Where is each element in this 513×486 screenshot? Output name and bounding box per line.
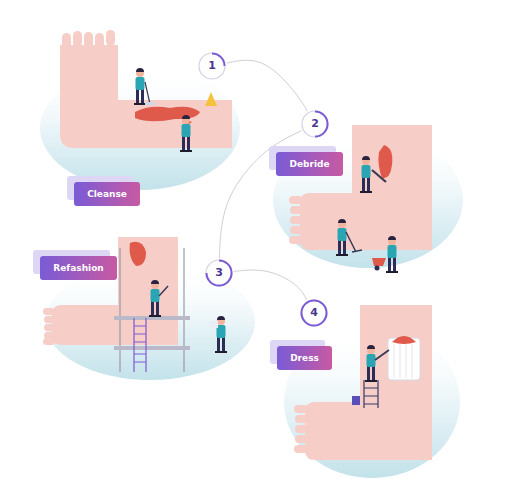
toe: [289, 236, 303, 244]
tool: [400, 344, 401, 378]
toe: [84, 32, 93, 48]
tool: [134, 342, 146, 343]
wound: [135, 107, 200, 122]
tool: [364, 388, 378, 389]
foot-shape: [305, 305, 432, 460]
bandage-stain: [392, 336, 416, 344]
blueprint: [209, 321, 218, 328]
bandage: [388, 338, 420, 380]
step-title: Debride: [289, 159, 329, 169]
worker-figure: [365, 345, 377, 382]
bucket: [352, 396, 360, 405]
step-label: Debride: [276, 152, 343, 176]
toe: [295, 415, 309, 423]
tool: [159, 286, 168, 296]
toe: [295, 425, 309, 433]
step-number: 4: [300, 299, 328, 327]
tool: [134, 334, 146, 335]
tool: [372, 170, 386, 182]
step-title: Cleanse: [87, 189, 127, 199]
step-number-circle: 2: [301, 110, 329, 138]
toe: [295, 435, 309, 443]
scaffold-plank: [114, 346, 190, 350]
tool: [364, 380, 378, 408]
worker-figure: [386, 236, 398, 273]
tool: [364, 396, 378, 397]
wheelbarrow: [372, 258, 386, 266]
foot-shape: [300, 125, 432, 250]
mop-head: [145, 102, 155, 105]
foot-shape: [60, 45, 232, 148]
toe: [106, 30, 115, 46]
step-connector: [227, 60, 308, 111]
toe: [44, 332, 56, 339]
step-number: 1: [198, 52, 226, 80]
tool: [134, 326, 146, 327]
tool: [412, 344, 413, 378]
scaffold-plank: [114, 316, 190, 320]
tool: [406, 344, 407, 378]
step-number-circle: 3: [205, 259, 233, 287]
toe: [73, 31, 82, 47]
toe: [294, 445, 308, 453]
toe: [294, 405, 308, 413]
step-title: Dress: [290, 353, 319, 363]
worker-figure: [360, 156, 372, 193]
toe: [289, 196, 303, 204]
toe: [43, 338, 55, 345]
tool: [120, 248, 184, 372]
step-title: Refashion: [53, 263, 103, 273]
step-number: 2: [301, 110, 329, 138]
step-number: 3: [205, 259, 233, 287]
wet-floor-sign: [205, 92, 217, 106]
toe: [290, 226, 304, 234]
step-number-circle: 4: [300, 299, 328, 327]
toe: [43, 308, 55, 315]
worker-figure: [134, 68, 146, 105]
tool: [375, 350, 389, 360]
tool: [364, 404, 378, 405]
toe: [44, 316, 56, 323]
tool: [134, 362, 146, 363]
toe: [95, 33, 104, 49]
toe: [62, 33, 71, 49]
step-label: Dress: [277, 346, 332, 370]
foot-shape: [52, 237, 178, 345]
toe: [44, 324, 56, 331]
tool: [145, 82, 150, 104]
step-number-circle: 1: [198, 52, 226, 80]
wound: [378, 145, 392, 178]
wheel: [375, 266, 380, 271]
step-label: Refashion: [40, 256, 117, 280]
step-label: Cleanse: [74, 182, 140, 206]
worker-figure: [336, 219, 348, 256]
step-connector: [234, 270, 307, 300]
worker-figure: [149, 280, 161, 317]
toe: [290, 216, 304, 224]
tool: [346, 232, 362, 252]
worker-figure: [180, 115, 192, 152]
wound: [130, 242, 146, 266]
toe: [290, 206, 304, 214]
tool: [134, 354, 146, 355]
step-connector: [219, 131, 301, 258]
tool: [394, 344, 395, 378]
tool: [134, 318, 146, 372]
